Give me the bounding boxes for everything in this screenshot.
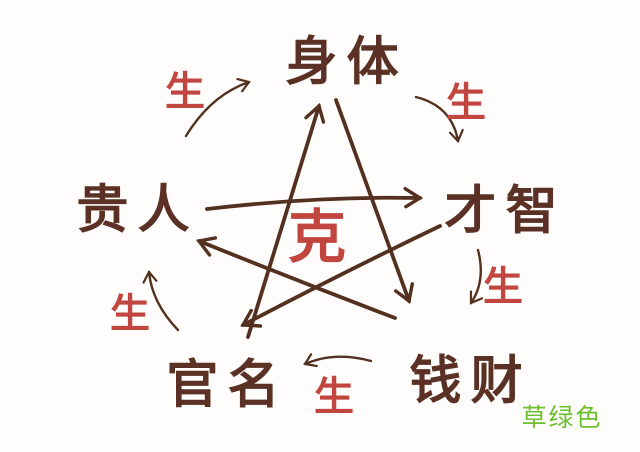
ke-arrow-guanming-to-shenti [246,102,326,339]
center-ke-label: 克 [287,203,347,271]
sheng-label-guiren-shenti: 生 [165,69,205,115]
ke-arrow-caizhi-to-guanming [240,224,442,328]
sheng-arrow-guiren-to-shenti [184,77,251,138]
ke-arrow-guiren-to-caizhi [205,187,424,211]
ke-arrow-qiancai-to-guiren [195,236,397,320]
ke-arrow-shenti-to-qiancai [334,98,414,305]
node-guanming: 官名 [166,355,290,416]
node-qiancai: 钱财 [409,351,533,412]
sheng-arrow-caizhi-to-qiancai [469,248,484,305]
sheng-label-caizhi-qiancai: 生 [483,264,523,310]
sheng-label-qiancai-guanming: 生 [314,374,354,420]
sheng-arrow-guanming-to-guiren [142,270,180,332]
sheng-label-shenti-caizhi: 生 [446,80,486,126]
node-guiren: 贵人 [76,180,200,241]
sheng-label-guanming-guiren: 生 [110,291,150,337]
watermark-text: 草绿色 [521,403,603,432]
sheng-arrow-shenti-to-caizhi [414,95,464,143]
node-caizhi: 才智 [444,181,568,242]
node-shenti: 身体 [285,32,409,93]
sheng-arrow-qiancai-to-guanming [303,353,373,368]
